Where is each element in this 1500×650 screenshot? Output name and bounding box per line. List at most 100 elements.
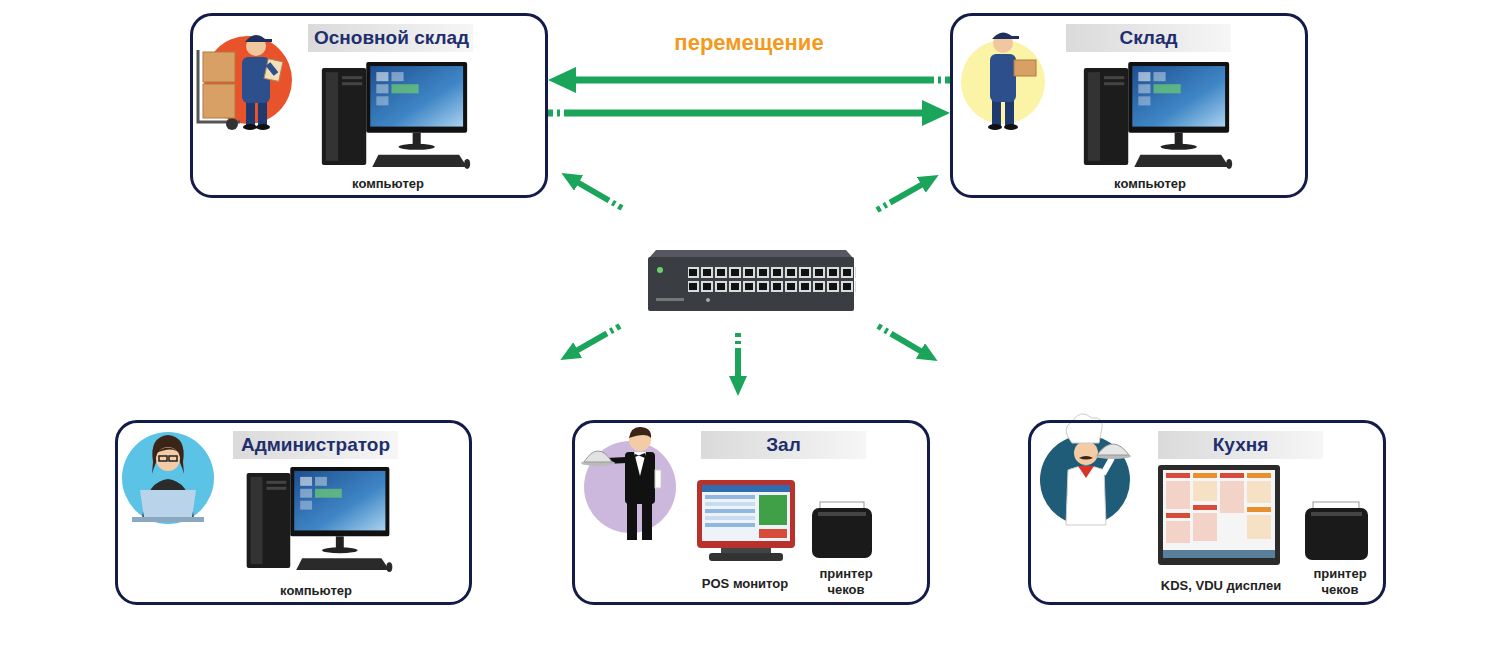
network-link [569, 178, 930, 386]
administrator-figure [156, 447, 180, 471]
warehouse-worker [242, 57, 270, 103]
station-box: Склад компьютер [950, 13, 1308, 198]
network-switch [688, 266, 856, 294]
pos-monitor [759, 529, 787, 538]
warehouse-worker [988, 124, 1002, 130]
waiter-figure [655, 470, 661, 488]
receipt-printer [818, 512, 866, 516]
waiter-figure [581, 427, 676, 540]
box-heading: Склад [1066, 24, 1231, 52]
kds-display [1193, 473, 1217, 478]
kds-display [1193, 513, 1217, 541]
device-caption: компьютер [256, 583, 376, 599]
network-link [570, 178, 622, 208]
network-switch [648, 250, 856, 311]
chef-figure [1079, 456, 1093, 460]
station-box: Основной склад компьютер [190, 13, 548, 198]
waiter-figure [629, 427, 651, 438]
computer-icon [1084, 62, 1232, 169]
administrator-figure [156, 448, 180, 454]
pos-monitor [702, 485, 790, 492]
pos-monitor [709, 553, 783, 561]
administrator-figure [169, 456, 177, 461]
pos-monitor [705, 516, 755, 520]
kds-display [1166, 513, 1190, 518]
waiter-figure [634, 452, 646, 476]
chef-figure [1103, 458, 1112, 474]
warehouse-worker [198, 35, 292, 130]
warehouse-worker [203, 52, 235, 82]
network-switch [649, 250, 853, 258]
device-caption: POS монитор [690, 576, 800, 592]
pos-monitor [697, 480, 795, 561]
chef-figure [1066, 466, 1106, 525]
waiter-figure [625, 452, 655, 504]
warehouse-worker [246, 100, 255, 126]
network-link [877, 180, 930, 210]
warehouse-worker [226, 118, 238, 130]
kds-display [1193, 481, 1217, 501]
pos-monitor [705, 509, 755, 513]
chef-figure [1066, 414, 1102, 443]
pos-monitor [705, 495, 755, 499]
pos-monitor [702, 485, 790, 541]
administrator-figure [122, 432, 214, 524]
warehouse-worker [264, 59, 283, 82]
device-caption: принтер чеков [1308, 566, 1372, 598]
warehouse-worker [961, 33, 1045, 131]
warehouse-worker [1014, 60, 1036, 76]
computer-icon [247, 467, 393, 572]
pos-monitor [759, 495, 787, 525]
chef-figure [1040, 414, 1131, 525]
box-heading: Администратор [233, 431, 398, 459]
warehouse-worker [268, 64, 276, 74]
kds-display [1247, 473, 1271, 478]
receipt-printer [1305, 508, 1368, 560]
warehouse-worker [1005, 36, 1019, 39]
waiter-figure [635, 453, 645, 458]
box-heading: Основной склад [308, 24, 473, 52]
chef-figure [1078, 466, 1094, 478]
kds-display [1158, 465, 1280, 565]
chef-figure [1040, 435, 1130, 525]
kds-display [1166, 473, 1190, 478]
device-caption: принтер чеков [814, 566, 878, 598]
chef-figure [1097, 444, 1129, 455]
administrator-figure [159, 456, 167, 461]
station-box: Администратор компьютер [115, 420, 472, 605]
warehouse-worker [198, 50, 240, 122]
edge-label: перемещение [670, 30, 827, 56]
kds-display [1247, 507, 1271, 512]
chef-figure [1074, 441, 1098, 465]
warehouse-worker [1004, 124, 1018, 130]
pos-monitor [705, 523, 755, 527]
receipt-printer [812, 508, 872, 558]
kds-display [1163, 470, 1275, 558]
station-box: КухняKDS, VDU дисплеипринтер чеков [1028, 420, 1386, 605]
box-heading: Зал [701, 431, 866, 459]
device-caption: компьютер [328, 176, 448, 192]
warehouse-worker [203, 84, 235, 118]
pos-monitor [697, 480, 795, 548]
administrator-figure [132, 517, 204, 522]
warehouse-worker [256, 124, 270, 130]
kds-display [1163, 550, 1275, 558]
kds-display [1158, 465, 1280, 565]
kds-display [1220, 473, 1244, 478]
waiter-figure [642, 500, 652, 540]
station-box: ЗалPOS монитор принтер чеков [572, 420, 930, 605]
network-link [735, 333, 741, 386]
receipt-printer [1311, 512, 1362, 516]
receipt-printer [1305, 502, 1368, 560]
kds-display [1166, 481, 1190, 509]
device-caption: компьютер [1090, 176, 1210, 192]
device-caption: KDS, VDU дисплеи [1146, 578, 1296, 594]
pos-monitor [705, 502, 755, 506]
network-switch [657, 267, 663, 273]
warehouse-worker [258, 100, 267, 126]
transfer-arrow [548, 110, 938, 117]
